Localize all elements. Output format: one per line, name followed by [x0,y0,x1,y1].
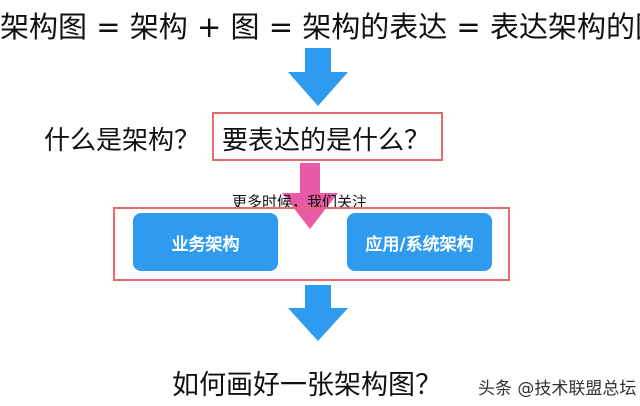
business-architecture-box: 业务架构 [133,213,278,271]
watermark: 头条 @技术联盟总坛 [478,379,637,399]
highlight-box [212,112,443,161]
down-arrow-icon [288,48,348,106]
focus-note: 更多时候，我们关注 [232,193,368,211]
title-equation: 架构图 = 架构 + 图 = 架构的表达 = 表达架构的图 [0,10,640,44]
application-system-architecture-box: 应用/系统架构 [347,213,492,271]
down-arrow-icon [282,163,338,229]
focus-group-box [113,207,510,281]
down-arrow-icon [288,285,348,341]
final-question: 如何画好一张架构图？ [172,370,442,401]
question-what-is-architecture: 什么是架构？ [44,126,201,156]
question-what-to-express: 要表达的是什么？ [222,126,431,156]
